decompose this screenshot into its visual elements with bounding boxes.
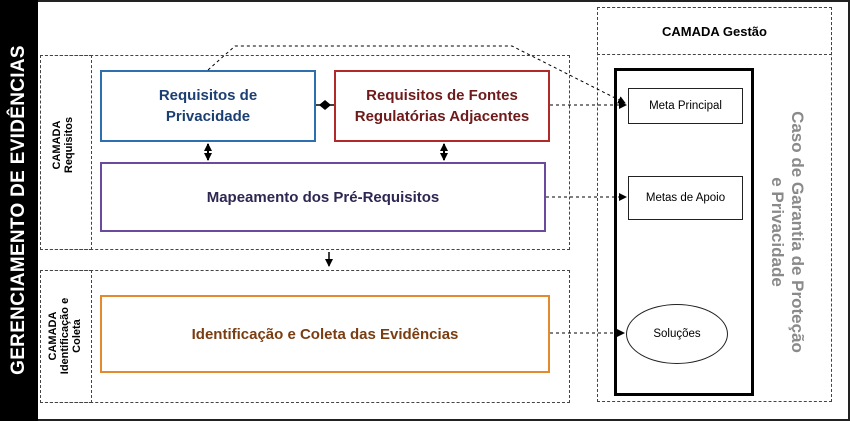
mapeamento-box: Mapeamento dos Pré-Requisitos <box>100 162 546 232</box>
arrow-privacidade-to-meta <box>207 45 626 104</box>
solucoes-ellipse: Soluções <box>626 304 728 364</box>
layer-requisitos-label-cell <box>40 55 92 250</box>
layer-gestao-title: CAMADA Gestão <box>597 7 832 55</box>
meta-principal-box: Meta Principal <box>628 88 743 124</box>
side-title-bar <box>0 0 38 421</box>
coleta-evidencias-box: Identificação e Coleta das Evidências <box>100 295 550 373</box>
case-container <box>614 68 754 396</box>
metas-apoio-box: Metas de Apoio <box>628 176 743 220</box>
link-diamond <box>319 100 331 110</box>
layer-identificacao-label-cell <box>40 270 92 403</box>
